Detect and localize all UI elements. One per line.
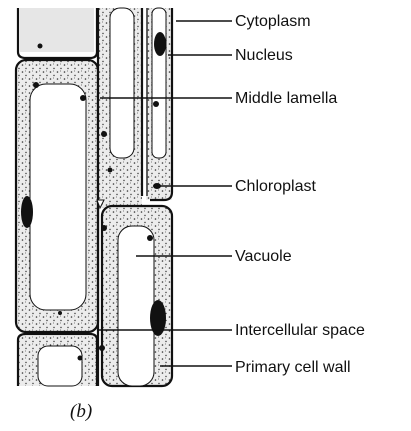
nucleus-mark [154, 32, 166, 56]
label-vacuole: Vacuole [235, 248, 292, 265]
chloroplast-mark [99, 345, 105, 351]
vacuole-left [30, 84, 86, 310]
vacuole-right [118, 226, 154, 386]
chloroplast-mark [33, 82, 39, 88]
label-intercellular-space: Intercellular space [235, 322, 365, 339]
label-chloroplast: Chloroplast [235, 178, 316, 195]
chloroplast-mark [153, 101, 159, 107]
cell-bottom-left [18, 334, 97, 386]
chloroplast-mark [80, 95, 86, 101]
chloroplast-mark [153, 183, 161, 189]
chloroplast-mark [78, 356, 83, 361]
label-middle-lamella: Middle lamella [235, 90, 337, 107]
chloroplast-mark [147, 235, 153, 241]
cell-lower-right [102, 206, 172, 386]
chloroplast-mark [38, 44, 43, 49]
label-nucleus: Nucleus [235, 47, 293, 64]
cell-top-left [18, 8, 97, 58]
chloroplast-mark [101, 225, 107, 231]
chloroplast-mark [58, 311, 62, 315]
figure-caption: (b) [70, 401, 92, 422]
nucleus-mark-left [21, 196, 33, 228]
label-cytoplasm: Cytoplasm [235, 13, 311, 30]
cell-left [16, 60, 98, 332]
chloroplast-mark [108, 168, 113, 173]
chloroplast-mark [101, 131, 107, 137]
label-primary-cell-wall: Primary cell wall [235, 359, 351, 376]
